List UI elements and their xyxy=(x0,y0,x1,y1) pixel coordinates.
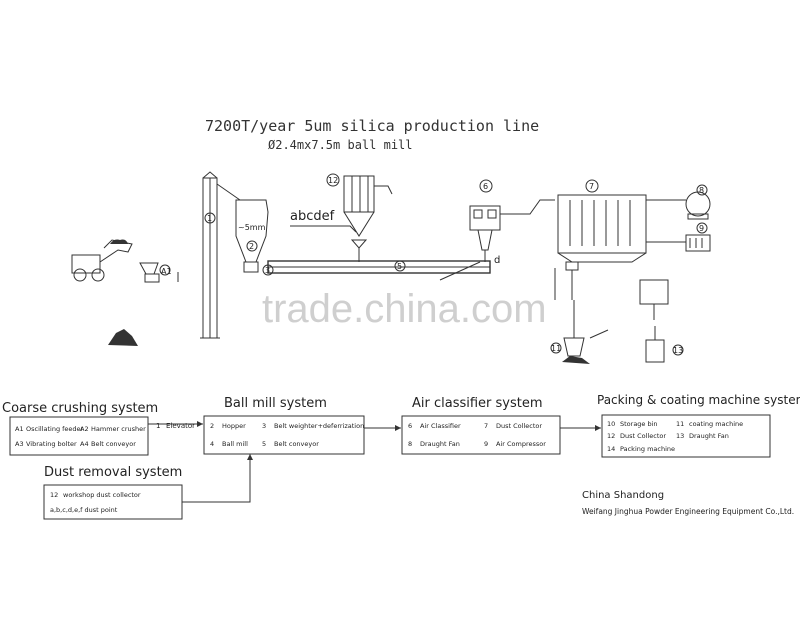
label-1: 1 xyxy=(207,214,212,223)
ball-system-title: Ball mill system xyxy=(224,396,327,411)
air-classifier-icon: 6 d xyxy=(469,179,555,266)
draught-fan-icon: 8 xyxy=(646,184,711,220)
air-item-3: Draught Fan xyxy=(420,440,460,448)
arrow-air-packing xyxy=(595,425,601,431)
packing-system-box xyxy=(601,414,771,458)
dust-system-title: Dust removal system xyxy=(44,465,182,480)
label-8: 8 xyxy=(699,186,704,195)
packing-code-13: 13 xyxy=(676,432,684,440)
label-5: 5 xyxy=(397,262,402,271)
air-code-6: 6 xyxy=(408,422,412,430)
coarse-item-1: Oscillating feeder xyxy=(26,425,84,433)
diagram-title: 7200T/year 5um silica production line xyxy=(205,117,539,135)
ball-mill-conveyor-icon: 5 xyxy=(267,260,491,281)
packing-code-14: 14 xyxy=(607,445,615,453)
label-7: 7 xyxy=(589,182,594,191)
company-location: China Shandong xyxy=(582,490,664,501)
arrow-dust-ball xyxy=(247,454,253,460)
ball-item-3: Ball mill xyxy=(222,440,248,448)
watermark: trade.china.com xyxy=(262,287,547,331)
coarse-item-2: Hammer crusher xyxy=(91,425,146,433)
dust-item-2: a,b,c,d,e,f dust point xyxy=(50,506,118,514)
air-code-7: 7 xyxy=(484,422,488,430)
coarse-item-3: Vibrating bolter xyxy=(26,440,77,448)
dust-point-d-label: d xyxy=(494,255,500,266)
air-item-2: Dust Collector xyxy=(496,422,542,430)
system-block-diagram: Coarse crushing system A1 Oscillating fe… xyxy=(2,393,800,520)
packing-machine-icon: 13 xyxy=(645,326,684,363)
label-13: 13 xyxy=(673,346,683,355)
ball-item-1: Hopper xyxy=(222,422,246,430)
label-a1: A1 xyxy=(161,267,172,276)
label-6: 6 xyxy=(483,182,488,191)
ball-code-3: 3 xyxy=(262,422,266,430)
coating-machine-icon: 11 xyxy=(550,300,609,364)
packing-item-3: Dust Collector xyxy=(620,432,666,440)
packing-code-11: 11 xyxy=(676,420,684,428)
air-system-title: Air classifier system xyxy=(412,396,543,411)
packing-system-title: Packing & coating machine system xyxy=(597,393,800,407)
coarse-code-a4: A4 xyxy=(80,440,89,448)
label-11: 11 xyxy=(551,344,561,353)
air-code-9: 9 xyxy=(484,440,488,448)
ball-code-5: 5 xyxy=(262,440,266,448)
label-2: 2 xyxy=(249,242,254,251)
dust-points-label: abcdef xyxy=(290,209,335,224)
bucket-elevator-icon: 1 xyxy=(200,171,241,339)
diagram-subtitle: Ø2.4mx7.5m ball mill xyxy=(268,138,413,152)
connector-dust-ball xyxy=(182,454,251,503)
packing-code-10: 10 xyxy=(607,420,615,428)
packing-item-1: Storage bin xyxy=(620,420,658,428)
air-system-box xyxy=(401,415,561,455)
coarse-code-a3: A3 xyxy=(15,440,24,448)
ball-item-4: Belt conveyor xyxy=(274,440,319,448)
ball-code-4: 4 xyxy=(210,440,214,448)
packing-item-5: Packing machine xyxy=(620,445,675,453)
loader-truck-icon xyxy=(71,239,133,282)
packing-item-2: coating machine xyxy=(689,420,743,428)
arrow-ball-air xyxy=(395,425,401,431)
air-item-1: Air Classifier xyxy=(420,422,461,430)
air-item-4: Air Compressor xyxy=(496,440,546,448)
process-drawing: A1 1 ~5mm 2 3 5 xyxy=(71,171,711,364)
storage-bin-icon xyxy=(639,279,669,320)
workshop-dust-collector-icon: 12 abcdef xyxy=(290,173,393,262)
coarse-code-a1: A1 xyxy=(15,425,24,433)
hopper-size-label: ~5mm xyxy=(238,223,266,232)
company-name: Weifang Jinghua Powder Engineering Equip… xyxy=(582,507,794,516)
oscillating-feeder-icon: A1 xyxy=(139,262,179,283)
air-compressor-icon: 9 xyxy=(646,222,711,252)
dust-code-12: 12 xyxy=(50,491,58,499)
dust-item-1: workshop dust collector xyxy=(63,491,141,499)
ball-code-2: 2 xyxy=(210,422,214,430)
ball-item-2: Belt weighter+deferrization xyxy=(274,422,364,430)
packing-code-12: 12 xyxy=(607,432,615,440)
elevator-code: 1 xyxy=(156,422,160,430)
label-9: 9 xyxy=(699,224,704,233)
packing-item-4: Draught Fan xyxy=(689,432,729,440)
ball-system-box xyxy=(203,415,365,455)
coarse-code-a2: A2 xyxy=(80,425,89,433)
elevator-label: Elevator xyxy=(166,422,195,430)
coarse-system-box xyxy=(9,416,149,456)
label-12: 12 xyxy=(328,176,338,185)
dust-collector-icon: 7 xyxy=(554,179,647,300)
air-code-8: 8 xyxy=(408,440,412,448)
rock-pile-icon xyxy=(108,329,138,346)
coarse-system-title: Coarse crushing system xyxy=(2,401,158,416)
coarse-item-4: Belt conveyor xyxy=(91,440,136,448)
arrow-coarse-ball xyxy=(197,421,203,427)
